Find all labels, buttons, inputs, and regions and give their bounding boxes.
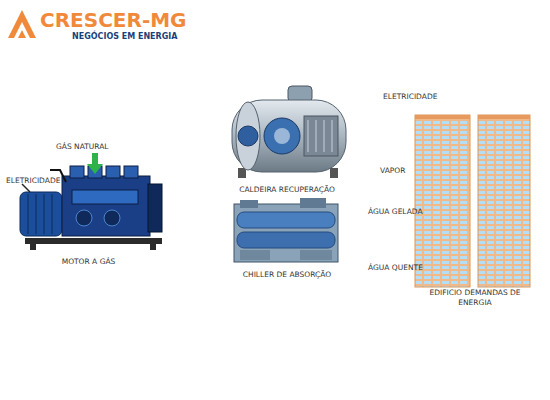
logo-mark <box>8 10 36 38</box>
edge-label: ÁGUA QUENTE <box>368 263 423 273</box>
gas-arrow <box>87 153 103 174</box>
node-caption: EDIFICIO DEMANDAS DE ENERGIA <box>425 288 525 308</box>
building <box>415 115 530 287</box>
edge-label: ELETRICIDADE <box>383 92 437 102</box>
logo-text: CRESCER-MG <box>40 9 187 31</box>
edge-label: ÁGUA GELADA <box>368 207 423 217</box>
node-caption: CALDEIRA RECUPERAÇÃO <box>222 185 352 195</box>
node-caption: CHILLER DE ABSORÇÃO <box>222 270 352 280</box>
boiler-node: CALDEIRA RECUPERAÇÃO <box>222 85 352 200</box>
fuel-label: GÁS NATURAL <box>56 142 109 152</box>
engine-node: MOTOR A GÁS <box>12 150 165 275</box>
logo-tagline: NEGÓCIOS EM ENERGIA <box>72 32 177 42</box>
node-caption: MOTOR A GÁS <box>12 257 165 267</box>
recovery-boiler <box>232 86 346 178</box>
building-node: EDIFICIO DEMANDAS DE ENERGIA <box>405 110 545 315</box>
edge-label: VAPOR <box>380 166 405 176</box>
chiller-node: CHILLER DE ABSORÇÃO <box>222 198 352 288</box>
output-label: ELETRICIDADE <box>6 176 60 186</box>
absorption-chiller <box>234 198 338 262</box>
